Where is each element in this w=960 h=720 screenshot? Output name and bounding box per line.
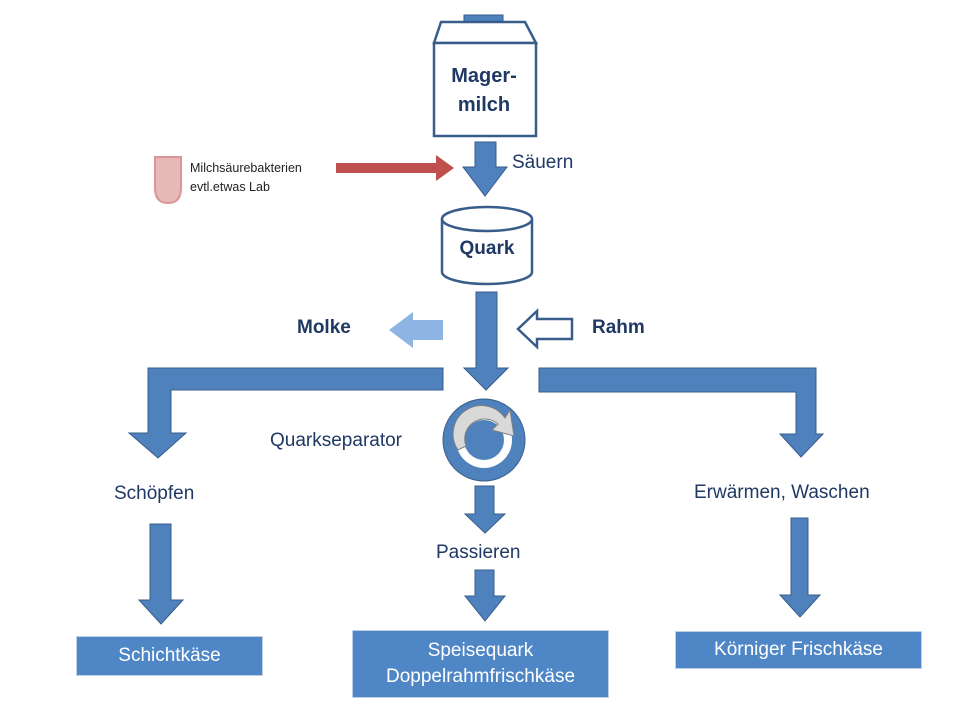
cream-arrow: [516, 308, 574, 350]
intermediate-label: Quark: [459, 238, 515, 259]
product-center-line1: Speisequark: [427, 640, 534, 661]
red-arrow: [336, 155, 454, 181]
arrow-to-schichtkaese: [137, 523, 185, 625]
separator-label: Quarkseparator: [270, 430, 403, 451]
culture-bag-icon: [154, 156, 182, 205]
right-branch-arrow: [538, 367, 825, 458]
product-koerniger-label: Körniger Frischkäse: [714, 639, 883, 660]
cream-label: Rahm: [592, 317, 645, 338]
arrow-to-speisequark: [463, 569, 507, 622]
additive-line2: evtl.etwas Lab: [190, 180, 270, 194]
product-speisequark: Speisequark Doppelrahmfrischkäse: [352, 630, 609, 698]
additive-label: Milchsäurebakterien evtl.etwas Lab: [190, 159, 302, 197]
arrow-to-separator: [462, 291, 510, 391]
step-sauern: Säuern: [512, 152, 574, 173]
whey-arrow: [389, 312, 443, 348]
arrow-to-passieren: [463, 485, 507, 534]
product-koerniger: Körniger Frischkäse: [675, 631, 922, 669]
product-schichtkaese-label: Schichtkäse: [118, 645, 221, 666]
step-schoepfen: Schöpfen: [114, 483, 195, 504]
milk-carton-icon: [432, 14, 539, 138]
additive-line1: Milchsäurebakterien: [190, 161, 302, 175]
arrow-to-quark: [461, 141, 509, 197]
product-schichtkaese: Schichtkäse: [76, 636, 263, 676]
separator-icon: [442, 398, 526, 482]
step-passieren: Passieren: [436, 542, 521, 563]
whey-label: Molke: [297, 317, 351, 338]
left-branch-arrow: [127, 367, 444, 459]
step-erwaermen: Erwärmen, Waschen: [694, 482, 870, 503]
arrow-to-koerniger: [778, 517, 822, 618]
source-line2: milch: [457, 94, 511, 116]
quark-cylinder-icon: [440, 205, 534, 286]
source-line1: Mager-: [451, 65, 517, 87]
source-label: Mager- milch: [434, 62, 534, 120]
product-center-line2: Doppelrahmfrischkäse: [385, 666, 576, 687]
